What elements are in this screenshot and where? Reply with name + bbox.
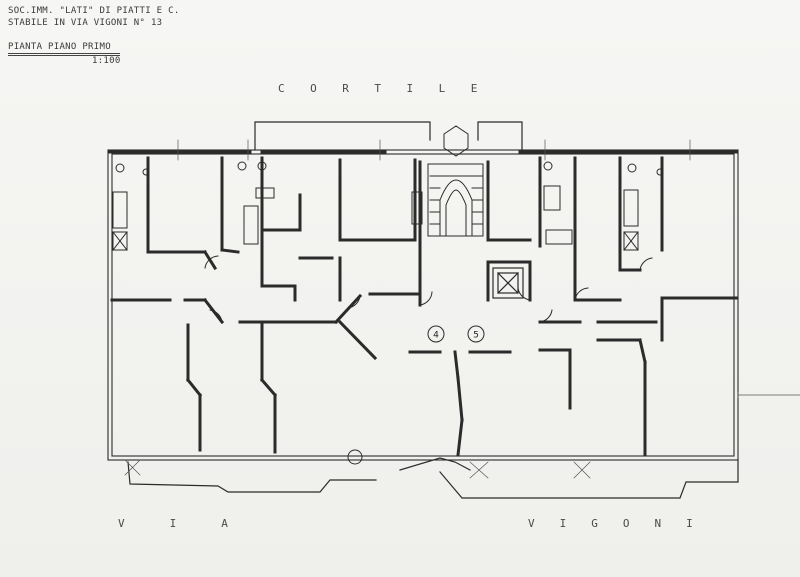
- staircase: [427, 125, 484, 237]
- courtyard-outline: [254, 121, 523, 151]
- interior-walls: [108, 150, 738, 457]
- apartment-5-marker: [467, 325, 485, 343]
- company-name: SOC.IMM. "LATI" DI PIATTI E C.: [8, 6, 180, 16]
- title-underline-2: [8, 55, 120, 56]
- apartment-5-number: 5: [473, 331, 479, 341]
- elevator: [492, 267, 524, 299]
- apartment-markers: 4 5: [427, 325, 485, 343]
- door-swings: [204, 255, 653, 323]
- building-address: STABILE IN VIA VIGONI N° 13: [8, 18, 163, 28]
- bay-windows: [127, 457, 739, 499]
- exterior-wall: [107, 149, 739, 461]
- courtyard-label: CORTILE: [278, 82, 503, 95]
- title-underline: [8, 53, 120, 54]
- column-marker: [347, 449, 363, 465]
- plan-scale: 1:100: [92, 56, 121, 66]
- street-label-vigoni: VIGONI: [528, 517, 718, 530]
- plan-title: PIANTA PIANO PRIMO: [8, 42, 111, 52]
- bathroom-fixtures: [112, 161, 664, 251]
- apartment-4-marker: [427, 325, 445, 343]
- street-label-via: VIA: [118, 517, 273, 530]
- grid-ticks: [124, 139, 800, 479]
- apartment-4-number: 4: [433, 331, 439, 341]
